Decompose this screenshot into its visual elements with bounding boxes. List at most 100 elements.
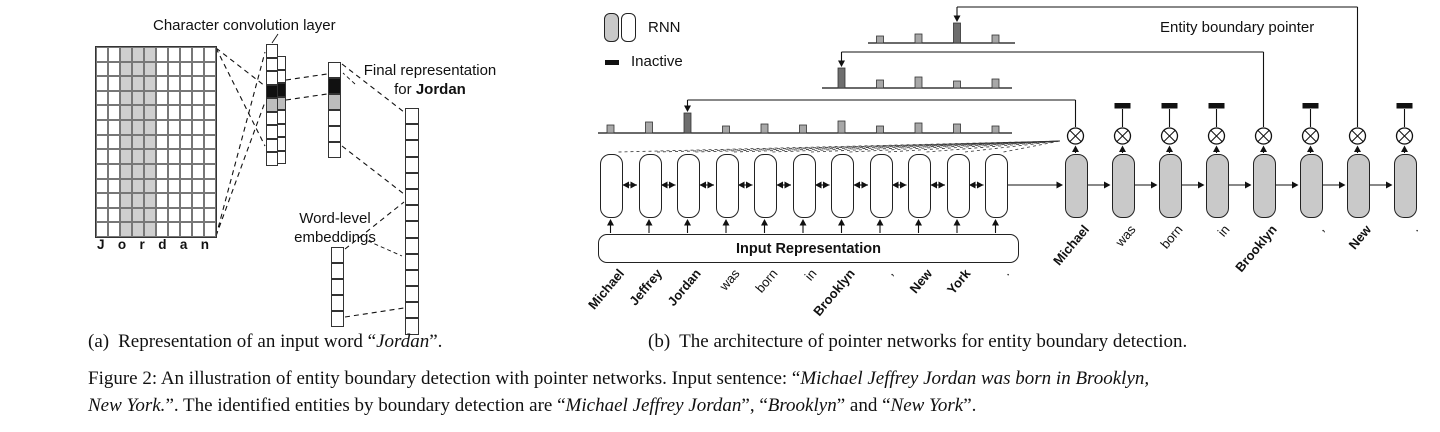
connector-line [344,307,405,318]
grid-cell [96,193,108,208]
grid-cell [156,207,168,223]
grid-cell [180,120,192,135]
connector-line [215,51,266,237]
probability-bar [760,123,769,134]
grid-cell [180,90,192,106]
circle-times-icon [1069,130,1082,142]
rnn-legend-label: RNN [648,19,681,36]
decoder-arrow-head [1151,181,1158,189]
grid-cell [108,90,120,106]
grid-cell [132,76,144,91]
grid-cell [204,90,216,106]
final-repr-label: Final representation for Jordan [348,62,512,100]
grid-cell [168,193,180,208]
column-cell [328,94,341,110]
bidirectional-arrow-head [776,181,783,189]
probability-bar [876,125,884,134]
bidirectional-arrow-head [661,181,668,189]
grid-cell [192,193,204,208]
cell-to-gate-arrow-head [1166,145,1173,152]
grid-cell [132,178,144,194]
final-repr-label-line1: Final representation [363,62,497,79]
grid-cell [168,76,180,91]
grid-cell [120,76,132,91]
rnn-white-swatch [621,13,636,42]
caption-a-text: Representation of an input word “ [118,331,377,352]
circle-times-icon [1163,130,1176,142]
column-cell [405,253,419,270]
grid-cell [120,120,132,135]
grid-cell [132,163,144,179]
inactive-marker [1161,103,1178,109]
grid-cell [96,207,108,223]
grid-cell [192,120,204,135]
cell-to-gate-arrow-head [1401,145,1408,152]
grid-cell [144,207,156,223]
grid-cell [192,163,204,179]
grid-cell [96,178,108,194]
grid-cell [204,222,216,237]
grid-cell [108,105,120,121]
label-pointer-line [271,33,279,44]
grid-cell [156,76,168,91]
char-conv-layer-label: Character convolution layer [153,17,336,34]
column-cell [266,71,278,85]
caption-segment: Michael Jeffrey Jordan [565,394,742,416]
connector-line [215,47,266,87]
grid-cell [132,207,144,223]
encoder-to-decoder-arrow-head [1056,181,1063,189]
grid-cell [168,105,180,121]
grid-cell [180,193,192,208]
caption-a: (a)Representation of an input word “Jord… [88,331,442,353]
probability-bar [914,33,923,44]
column-cell [328,62,341,78]
grid-cell [180,149,192,164]
decoder-rnn-cell [1253,154,1276,218]
decoder-arrow-head [1339,181,1346,189]
grid-cell [108,222,120,237]
probability-bar [914,122,923,134]
cell-to-gate-arrow-head [1213,145,1220,152]
connector-line [341,145,405,195]
caption-segment: Michael Jeffrey Jordan was born in Brook… [800,368,1150,389]
grid-cell [180,222,192,237]
bidirectional-arrow-head [669,181,676,189]
final-repr-label-prefix: for [394,80,416,98]
probability-bar [799,124,807,134]
pointer-arrow-head [953,15,961,22]
column-cell [405,221,419,238]
bidirectional-arrow-head [900,181,907,189]
probability-bar [876,35,884,44]
grid-cell [120,105,132,121]
grid-cell [156,193,168,208]
caption-segment: ” and “ [836,394,891,416]
grid-cell [120,149,132,164]
probability-bar [953,22,961,44]
caption-b-text: The architecture of pointer networks for… [679,331,1188,352]
column-cell [405,188,419,206]
pointer-arrow-head [838,60,845,67]
grid-cell [108,193,120,208]
column-cell [331,263,344,279]
encoder-rnn-cell [638,154,662,218]
cell-to-gate-arrow-head [1354,145,1361,152]
caption-a-end: ”. [429,331,443,352]
probability-bar [914,76,923,89]
connector-line [285,93,328,101]
probability-bar [645,121,653,134]
entity-boundary-pointer-label: Entity boundary pointer [1160,19,1315,36]
grid-cell [192,134,204,150]
encoder-rnn-cell [600,154,623,218]
input-to-encoder-arrow-head [761,219,768,226]
decoder-rnn-cell [1065,154,1088,218]
attention-dashed-line [695,140,1061,153]
encoder-rnn-cell [908,154,931,218]
encoder-rnn-cell [946,154,970,218]
grid-cell [144,90,156,106]
word-embed-column [331,247,344,327]
bidirectional-arrow-head [892,181,899,189]
column-cell [331,311,344,327]
grid-cell [108,76,120,91]
grid-cell [168,207,180,223]
column-cell [328,78,341,94]
